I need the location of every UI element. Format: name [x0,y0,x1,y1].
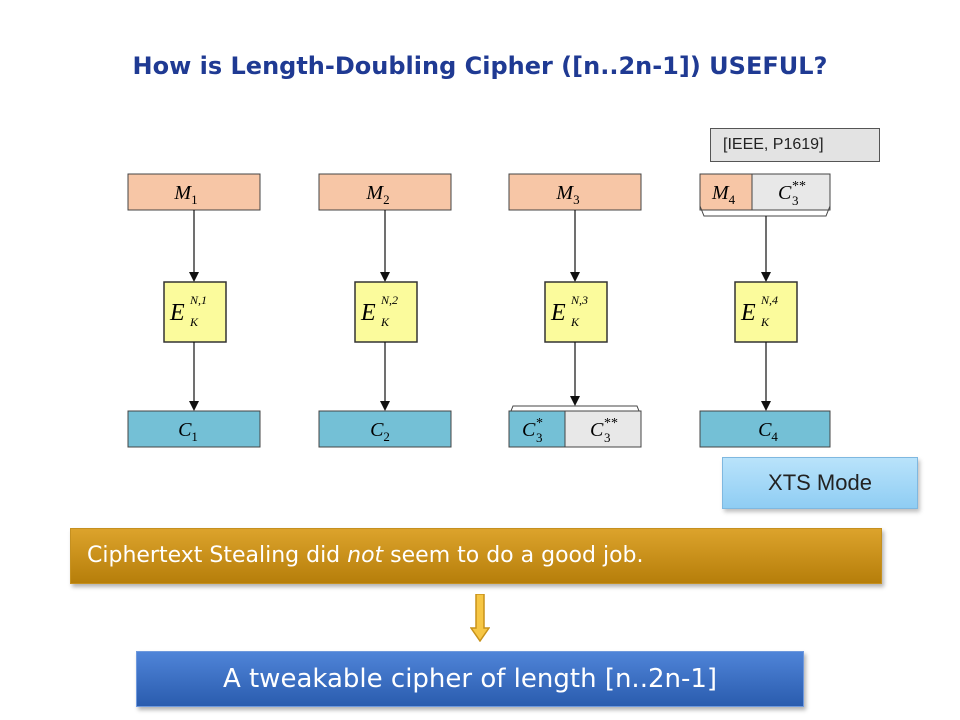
cts-text-before: Ciphertext Stealing did [87,543,348,568]
encrypt-box-1 [163,281,227,343]
ciphertext-stealing-banner: Ciphertext Stealing did not seem to do a… [70,528,882,584]
message-box-1 [127,173,261,211]
encrypt-label-4: E [740,300,756,326]
cipher-box-1 [127,410,261,448]
encrypt-box-2 [354,281,418,343]
message-label-3: M3 [555,182,579,207]
cipher-label-4: C4 [758,419,778,444]
encrypt-sup-3: N,3 [570,293,588,307]
encrypt-sub-3: K [570,315,580,329]
message-label-1: M1 [173,182,197,207]
encrypt-sup-2: N,2 [380,293,398,307]
block-4: M4 C ** 3 E N,4 K C4 [699,173,831,448]
block-1: M1 E N,1 K C1 [127,173,261,448]
cipher-box-2 [318,410,452,448]
message-label-4b: C [778,182,792,204]
encrypt-box-4 [734,281,798,343]
message-box-3 [508,173,642,211]
cipher-sub-3b: 3 [604,430,611,445]
cipher-label-3a: C [522,419,536,441]
slide-title: How is Length-Doubling Cipher ([n..2n-1]… [132,52,828,80]
down-arrow-icon [470,594,490,642]
block-2: M2 E N,2 K C2 [318,173,452,448]
encrypt-label-2: E [360,300,376,326]
tweakable-cipher-banner: A tweakable cipher of length [n..2n-1] [136,651,804,707]
encrypt-sub-2: K [380,315,390,329]
message-box-4b [751,173,831,211]
encrypt-label-3: E [550,300,566,326]
cipher-label-2: C2 [370,419,390,444]
cipher-sup-3a: * [536,416,543,431]
xts-diagram: M1 E N,1 K C1 M2 E N,2 K C2 M3 E N,3 K [127,173,831,448]
message-box-2 [318,173,452,211]
cipher-sub-3a: 3 [536,430,543,445]
block-3: M3 E N,3 K C * 3 C ** 3 [508,173,642,448]
reference-label: [IEEE, P1619] [710,128,880,162]
encrypt-sup-1: N,1 [189,293,207,307]
encrypt-sub-1: K [189,315,199,329]
message-bracket-4 [699,205,831,217]
encrypt-sup-4: N,4 [760,293,778,307]
cipher-label-3b: C [590,419,604,441]
cipher-box-3b [564,410,642,448]
encrypt-label-1: E [169,300,185,326]
cts-text-after: seem to do a good job. [383,543,644,568]
message-box-4a [699,173,753,211]
message-sup-4b: ** [792,179,806,194]
encrypt-sub-4: K [760,315,770,329]
cipher-label-1: C1 [178,419,198,444]
message-label-4a: M4 [711,182,736,207]
cipher-box-4 [699,410,831,448]
cipher-sup-3b: ** [604,416,618,431]
cts-text-emphasis: not [347,543,384,568]
message-sub-4b: 3 [792,193,799,208]
encrypt-box-3 [544,281,608,343]
message-label-2: M2 [365,182,389,207]
xts-mode-badge: XTS Mode [722,457,918,509]
